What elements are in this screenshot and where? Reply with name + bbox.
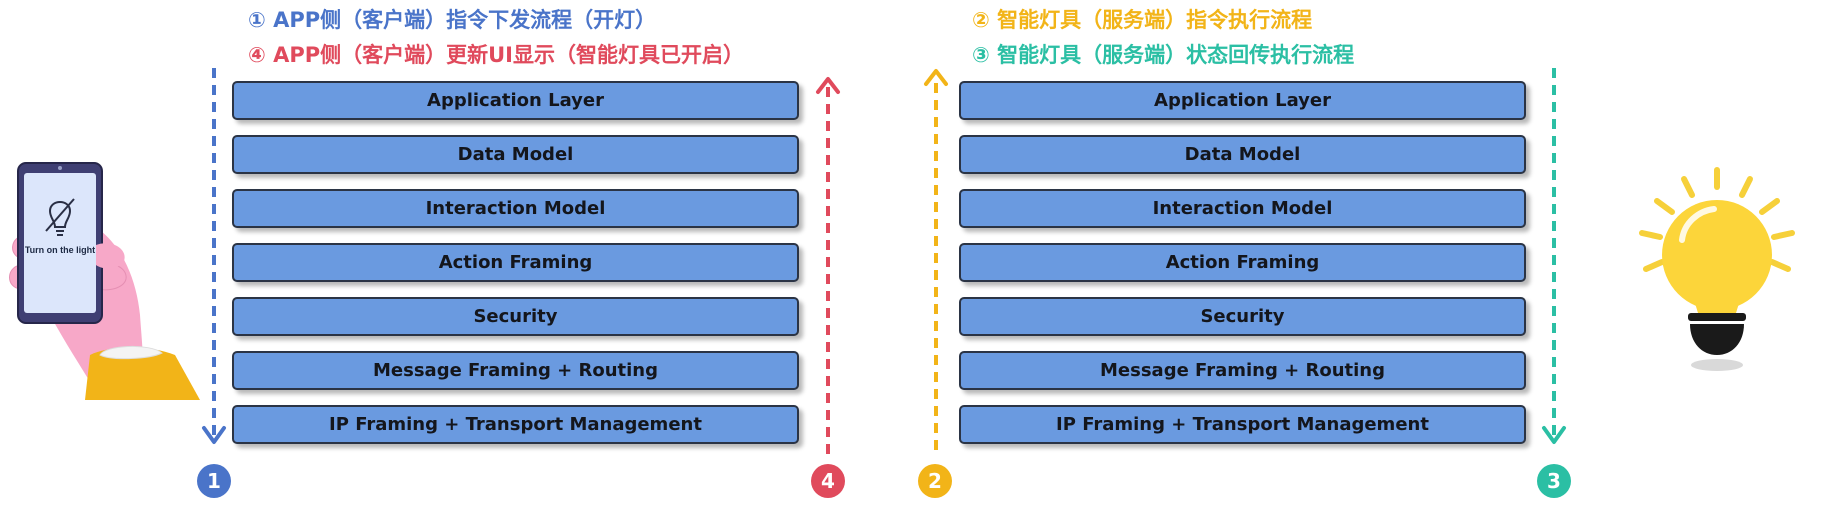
- client-layer-ip-framing-transport: IP Framing + Transport Management: [232, 405, 799, 444]
- client-layer-data-model: Data Model: [232, 135, 799, 174]
- client-layer-security: Security: [232, 297, 799, 336]
- server-layer-message-framing-routing: Message Framing + Routing: [959, 351, 1526, 390]
- caption-step-3: ③ 智能灯具（服务端）状态回传执行流程: [972, 43, 1355, 67]
- server-layer-interaction-model: Interaction Model: [959, 189, 1526, 228]
- server-layer-data-model: Data Model: [959, 135, 1526, 174]
- phone-screen-text: Turn on the light: [24, 245, 96, 255]
- flow-arrow-step-1-down: [202, 68, 226, 444]
- server-layer-ip-framing-transport: IP Framing + Transport Management: [959, 405, 1526, 444]
- server-layer-action-framing: Action Framing: [959, 243, 1526, 282]
- step-badge-1: 1: [197, 464, 231, 498]
- flow-arrow-step-3-down: [1542, 68, 1566, 444]
- step-badge-3: 3: [1537, 464, 1571, 498]
- server-protocol-stack: Application Layer Data Model Interaction…: [959, 81, 1526, 446]
- client-layer-action-framing: Action Framing: [232, 243, 799, 282]
- step-badge-2: 2: [918, 464, 952, 498]
- step-badge-4: 4: [811, 464, 845, 498]
- caption-step-4: ④ APP侧（客户端）更新UI显示（智能灯具已开启）: [248, 43, 744, 67]
- flow-arrow-step-2-up: [924, 69, 948, 450]
- flow-arrow-step-4-up: [816, 77, 840, 454]
- hand-holding-phone-icon: [9, 162, 200, 400]
- server-layer-application: Application Layer: [959, 81, 1526, 120]
- server-layer-security: Security: [959, 297, 1526, 336]
- client-layer-interaction-model: Interaction Model: [232, 189, 799, 228]
- client-layer-application: Application Layer: [232, 81, 799, 120]
- client-layer-message-framing-routing: Message Framing + Routing: [232, 351, 799, 390]
- caption-step-1: ① APP侧（客户端）指令下发流程（开灯）: [248, 8, 657, 32]
- lightbulb-on-icon: [1639, 167, 1795, 371]
- client-protocol-stack: Application Layer Data Model Interaction…: [232, 81, 799, 446]
- caption-step-2: ② 智能灯具（服务端）指令执行流程: [972, 8, 1313, 32]
